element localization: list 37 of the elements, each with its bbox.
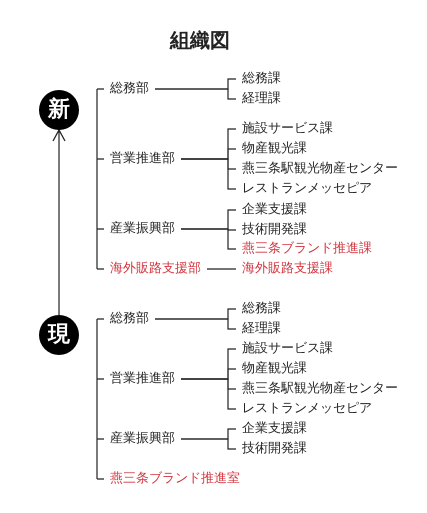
connector-line	[181, 378, 236, 410]
section-name: 総務課	[242, 300, 281, 318]
section-name: 燕三条駅観光物産センター	[242, 160, 398, 178]
section-name: 燕三条ブランド推進課	[242, 240, 372, 258]
connector-line	[155, 88, 236, 100]
section-name: 経理課	[242, 320, 281, 338]
department-name: 営業推進部	[110, 150, 175, 168]
title: 組織図	[168, 27, 231, 53]
connector-line	[181, 158, 236, 190]
section-name: 燕三条駅観光物産センター	[242, 380, 398, 398]
section-name: 施設サービス課	[242, 340, 333, 358]
department-name: 総務部	[110, 80, 149, 98]
section-name: 海外販路支援課	[242, 260, 333, 278]
connector-line	[155, 318, 236, 330]
era-badge: 現	[39, 315, 79, 355]
section-name: 企業支援課	[242, 201, 307, 219]
connector-line	[207, 268, 236, 270]
section-name: レストランメッセピア	[242, 180, 372, 198]
arrow	[52, 129, 66, 315]
section-name: 物産観光課	[242, 360, 307, 378]
section-name: 総務課	[242, 70, 281, 88]
department-name: 総務部	[110, 310, 149, 328]
department-name: 産業振興部	[110, 220, 175, 238]
era-badge: 新	[39, 90, 79, 130]
department-name: 営業推進部	[110, 370, 175, 388]
department-name: 海外販路支援部	[110, 260, 201, 278]
section-name: 企業支援課	[242, 420, 307, 438]
section-name: 技術開発課	[242, 440, 307, 458]
section-name: レストランメッセピア	[242, 400, 372, 418]
section-name: 経理課	[242, 90, 281, 108]
department-name: 産業振興部	[110, 430, 175, 448]
connector-line	[181, 438, 236, 450]
section-name: 技術開発課	[242, 221, 307, 239]
section-name: 物産観光課	[242, 140, 307, 158]
connector-line	[181, 228, 236, 250]
section-name: 施設サービス課	[242, 120, 333, 138]
department-name: 燕三条ブランド推進室	[110, 470, 240, 488]
